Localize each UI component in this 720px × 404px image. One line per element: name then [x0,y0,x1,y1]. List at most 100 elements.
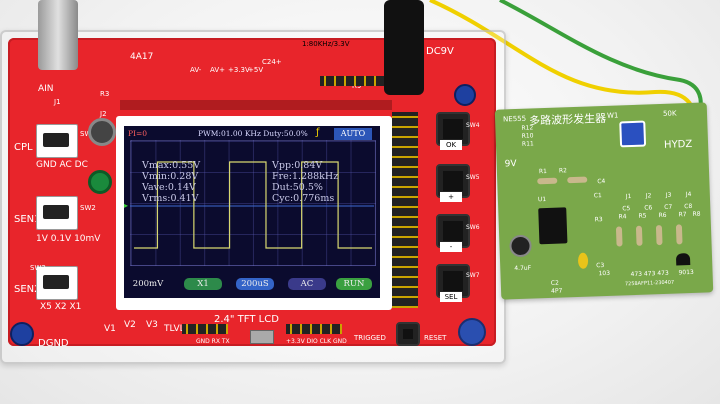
silk-j2: J2 [100,110,107,118]
auto-button[interactable]: AUTO [334,128,372,140]
module-r7: R7 [678,211,687,219]
mount-screw-left [10,322,34,346]
module-r2: R2 [558,167,568,175]
module-r3: R3 [594,216,603,224]
silk-r3: R3 [100,90,110,98]
potentiometer[interactable] [619,120,647,148]
silk-reset: RESET [424,334,447,342]
top-pin-header [320,76,384,86]
silk-av-minus: AV- [190,66,202,74]
lcd-screen: PI=0 PWM:01.00 KHz Duty:50.0% ƒ AUTO ▸ V… [124,126,380,298]
sw4-label: SW4 [466,122,480,129]
silk-sen2: SEN2 [14,284,41,295]
top-header-strip [120,100,392,110]
module-r5: R5 [638,212,647,220]
supply-label: 1:80KHz/3.3V [302,40,350,48]
resistor [635,225,643,246]
trigger-knob[interactable] [88,118,116,146]
sel-button-label: SEL [440,292,462,302]
silk-ext-pins: +3.3V DIO CLK GND [286,338,347,345]
softkey-coupling[interactable]: AC [288,278,326,290]
module-j1: J1 [625,193,632,201]
silk-3v3: +3.3V [228,66,250,74]
trigged-button[interactable] [396,322,420,346]
yellow-capacitor [577,252,589,269]
sw7-label: SW7 [466,272,480,279]
module-j3: J3 [665,191,672,199]
module-pot-label: 50K [662,109,677,118]
cycle-readout: Cyc:0.776ms [272,193,335,204]
vave-readout: Vave:0.14V [142,182,196,193]
pwm-readout: PWM:01.00 KHz Duty:50.0% [198,129,308,138]
sensitivity-switch-1[interactable] [36,196,78,230]
silk-v2: V2 [124,320,136,330]
resistor [567,176,588,184]
resistor [537,177,558,185]
waveform-generator-module: NE555 多路波形发生器 50K W1 HYDZ 9V R12 R10 R11… [494,102,714,300]
module-w1-label: W1 [606,111,619,120]
silk-coupling-options: GND AC DC [36,160,88,170]
trim-pot[interactable] [88,170,112,194]
softkey-volts-div[interactable]: 200mV [132,279,164,289]
side-pin-header [392,112,418,308]
silk-r9: R9 [352,82,362,90]
mount-screw-topright [454,84,476,106]
softkey-run[interactable]: RUN [336,278,372,290]
sw6-label: SW6 [466,224,480,231]
silk-av-plus: AV+ [210,66,225,74]
module-c5: C5 [622,205,631,213]
softkey-probe-x1[interactable]: X1 [184,278,222,290]
usb-port[interactable] [250,330,274,344]
module-brand: HYDZ [663,138,693,151]
power-label: DC9V [426,46,454,57]
vrms-readout: Vrms:0.41V [142,193,199,204]
waveform-trace [130,161,374,249]
softkey-time-div[interactable]: 200uS [236,278,274,290]
silk-sen1-values: 1V 0.1V 10mV [36,234,101,244]
ext-pin-header [286,324,342,334]
module-title: 多路波形发生器 [528,111,607,128]
ground-marker-icon: ▸ [124,201,129,210]
module-ne555-label: NE555 [502,114,527,124]
module-u1: U1 [537,196,547,204]
module-cap-4u7: 4.7uF [514,264,532,273]
silk-5v: +5V [248,66,264,74]
vpp-readout: Vpp:0.84V [272,160,323,171]
silk-sw1: SW1 [80,130,96,138]
coupling-switch[interactable] [36,124,78,158]
dc-power-jack[interactable] [384,0,424,95]
module-c2: C2 [550,279,559,287]
bnc-connector[interactable] [38,0,78,70]
silk-cpl: CPL [14,142,33,153]
module-c6: C6 [644,204,653,212]
duty-readout: Dut:50.5% [272,182,323,193]
module-r10: R10 [521,132,534,140]
silk-sw2: SW2 [80,204,96,212]
module-9v-label: 9V [504,159,517,170]
module-r11: R11 [521,140,534,148]
module-cap-4p7: 4P7 [551,287,563,295]
plus-button-label: + [440,192,462,202]
silk-trigged: TRIGGED [354,334,386,342]
silk-lcd: 2.4" TFT LCD [214,314,279,325]
sensitivity-switch-2[interactable] [36,266,78,300]
right-measurements: Vpp:0.84V Fre:1.288kHz Dut:50.5% Cyc:0.7… [272,160,338,204]
module-c4: C4 [597,177,606,186]
module-c8: C8 [684,202,693,211]
resistor [615,226,623,247]
resistor [655,224,663,246]
silk-c24: C24+ [262,58,282,66]
silk-j1: J1 [54,98,61,106]
left-measurements: Vmax:0.55V Vmin:0.28V Vave:0.14V Vrms:0.… [142,160,200,204]
module-bottom-values: 473 473 473 [630,269,669,279]
silk-sw3: SW3 [30,264,46,272]
module-serial: 7258AFP11-230407 [624,279,675,288]
electrolytic-capacitor [509,234,532,258]
minus-button-label: - [440,242,462,252]
transistor-body [675,253,691,266]
module-r6: R6 [658,211,667,220]
reset-button[interactable] [458,318,486,346]
module-j4: J4 [685,190,692,199]
silk-tlvl: TLVL [164,324,185,334]
